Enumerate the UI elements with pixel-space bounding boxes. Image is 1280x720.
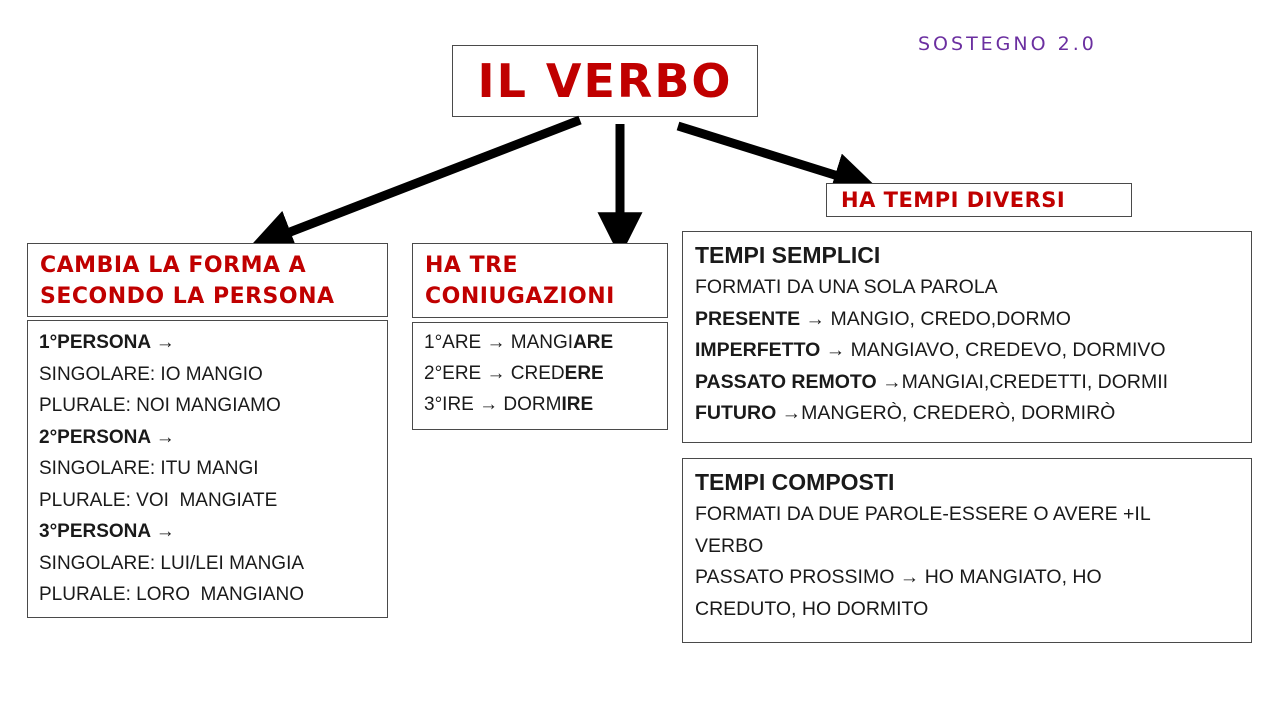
tempi-semplici-line-3: PASSATO REMOTO →MANGIAI,CREDETTI, DORMII xyxy=(695,370,1169,393)
brand-label: SOSTEGNO 2.0 xyxy=(918,33,1097,55)
arrow-to-tenses-line xyxy=(676,121,879,197)
branch-person-header-line1: CAMBIA LA FORMA A xyxy=(40,253,307,278)
tempi-composti-line-2: VERBO xyxy=(695,534,764,557)
branch-person-content: 1°PERSONA → SINGOLARE: IO MANGIO PLURALE… xyxy=(27,320,388,618)
person-line-9: PLURALE: LORO MANGIANO xyxy=(39,584,305,605)
branch-conjugations-header-line1: HA TRE xyxy=(425,253,519,278)
page-title: IL VERBO xyxy=(477,54,733,108)
branch-tenses-header: HA TEMPI DIVERSI xyxy=(826,183,1132,217)
person-line-6: PLURALE: VOI MANGIATE xyxy=(39,489,278,511)
person-line-3: PLURALE: NOI MANGIAMO xyxy=(39,395,281,416)
conjugation-line-2: 2°ERE → CREDERE xyxy=(424,363,604,384)
tempi-composti-line-4: CREDUTO, HO DORMITO xyxy=(695,597,929,620)
futuro-label: FUTURO → xyxy=(695,402,802,424)
tempi-semplici-line-2: IMPERFETTO → MANGIAVO, CREDEVO, DORMIVO xyxy=(695,339,1166,361)
person-line-1-label: 1°PERSONA → xyxy=(39,332,175,353)
tempi-semplici-line-1: PRESENTE → MANGIO, CREDO,DORMO xyxy=(695,307,1071,330)
tempi-composti-line-3: PASSATO PROSSIMO → HO MANGIATO, HO xyxy=(695,566,1102,588)
person-line-5: SINGOLARE: ITU MANGI xyxy=(39,458,259,479)
branch-person-header: CAMBIA LA FORMA A SECONDO LA PERSONA xyxy=(27,243,388,317)
person-line-7: 3°PERSONA → xyxy=(39,516,387,548)
tempi-composti-line-1: FORMATI DA DUE PAROLE-ESSERE O AVERE +IL xyxy=(695,503,1151,525)
conjugation-line-1: 1°ARE → MANGIARE xyxy=(424,332,614,353)
tempi-semplici-box: TEMPI SEMPLICI FORMATI DA UNA SOLA PAROL… xyxy=(682,231,1252,443)
branch-tenses-header-label: HA TEMPI DIVERSI xyxy=(841,187,1066,212)
arrow-to-person-line xyxy=(248,115,582,253)
tempi-semplici-line-4: FUTURO →MANGERÒ, CREDERÒ, DORMIRÒ xyxy=(695,402,1116,424)
imperfetto-label: IMPERFETTO → xyxy=(695,339,846,361)
person-line-4: 2°PERSONA → xyxy=(39,422,387,454)
conjugation-line-3: 3°IRE → DORMIRE xyxy=(424,394,594,415)
tempi-semplici-subtitle: FORMATI DA UNA SOLA PAROLA xyxy=(695,276,998,298)
branch-conjugations-header-line2: CONIUGAZIONI xyxy=(425,284,615,309)
tempi-semplici-heading: TEMPI SEMPLICI xyxy=(695,242,881,268)
tempi-composti-heading: TEMPI COMPOSTI xyxy=(695,469,895,495)
branch-conjugations-header: HA TRE CONIUGAZIONI xyxy=(412,243,668,318)
person-line-8: SINGOLARE: LUI/LEI MANGIA xyxy=(39,552,305,574)
tempi-composti-box: TEMPI COMPOSTI FORMATI DA DUE PAROLE-ESS… xyxy=(682,458,1252,643)
branch-person-header-line2: SECONDO LA PERSONA xyxy=(40,284,335,309)
title-box: IL VERBO xyxy=(452,45,758,117)
passato-remoto-label: PASSATO REMOTO → xyxy=(695,370,902,393)
branch-conjugations-content: 1°ARE → MANGIARE 2°ERE → CREDERE 3°IRE →… xyxy=(412,322,668,430)
person-line-7-label: 3°PERSONA → xyxy=(39,521,175,542)
person-line-2: SINGOLARE: IO MANGIO xyxy=(39,363,263,385)
person-line-1: 1°PERSONA → xyxy=(39,327,387,359)
presente-label: PRESENTE → xyxy=(695,307,826,330)
person-line-4-label: 2°PERSONA → xyxy=(39,426,175,448)
